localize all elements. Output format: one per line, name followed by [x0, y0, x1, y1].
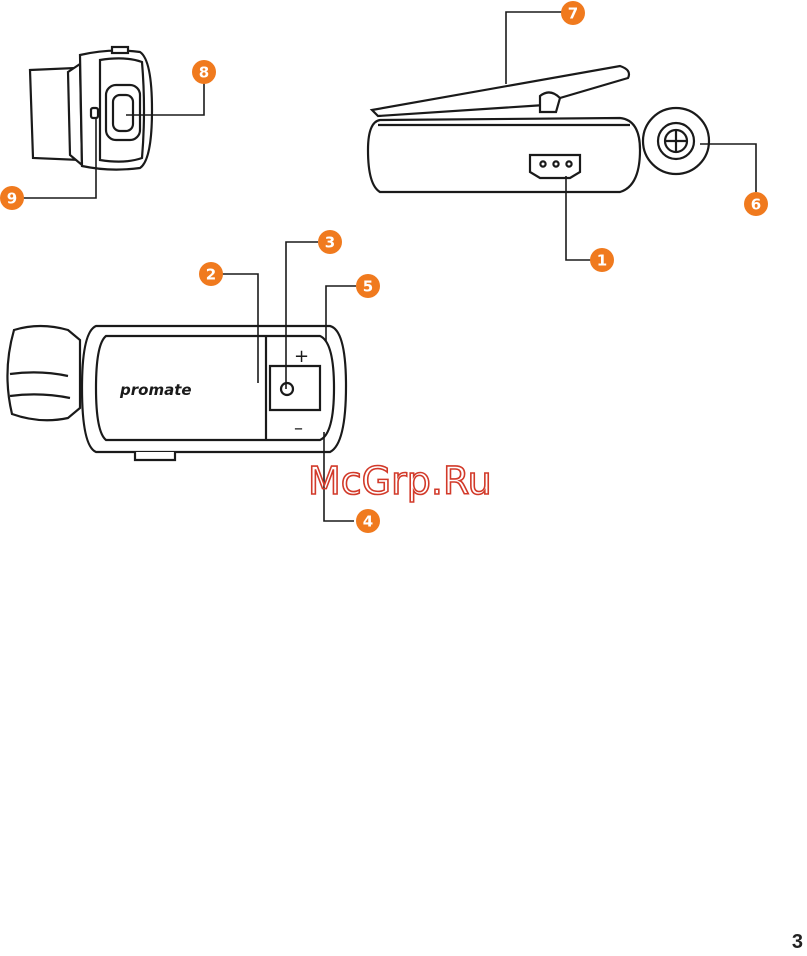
volume-minus-symbol: –: [294, 418, 303, 439]
svg-text:2: 2: [206, 266, 216, 284]
svg-text:6: 6: [751, 196, 761, 214]
callout-6: 6: [744, 192, 768, 216]
svg-text:7: 7: [568, 5, 578, 23]
page-number: 3: [792, 931, 803, 954]
end-view: [30, 47, 152, 170]
callout-2: 2: [199, 262, 223, 286]
svg-text:1: 1: [597, 252, 607, 270]
callout-8: 8: [192, 60, 216, 84]
side-view: [368, 66, 709, 192]
callout-3: 3: [318, 230, 342, 254]
svg-text:9: 9: [7, 190, 17, 208]
svg-text:8: 8: [199, 64, 209, 82]
svg-text:3: 3: [325, 234, 335, 252]
callout-1: 1: [590, 248, 614, 272]
watermark: McGrp.Ru: [308, 459, 492, 503]
callout-7: 7: [561, 1, 585, 25]
volume-plus-symbol: +: [294, 346, 309, 367]
svg-text:4: 4: [363, 513, 373, 531]
brand-logo: promate: [119, 381, 192, 399]
callout-4: 4: [356, 509, 380, 533]
svg-text:5: 5: [363, 278, 373, 296]
callout-9: 9: [0, 186, 24, 210]
callout-5: 5: [356, 274, 380, 298]
